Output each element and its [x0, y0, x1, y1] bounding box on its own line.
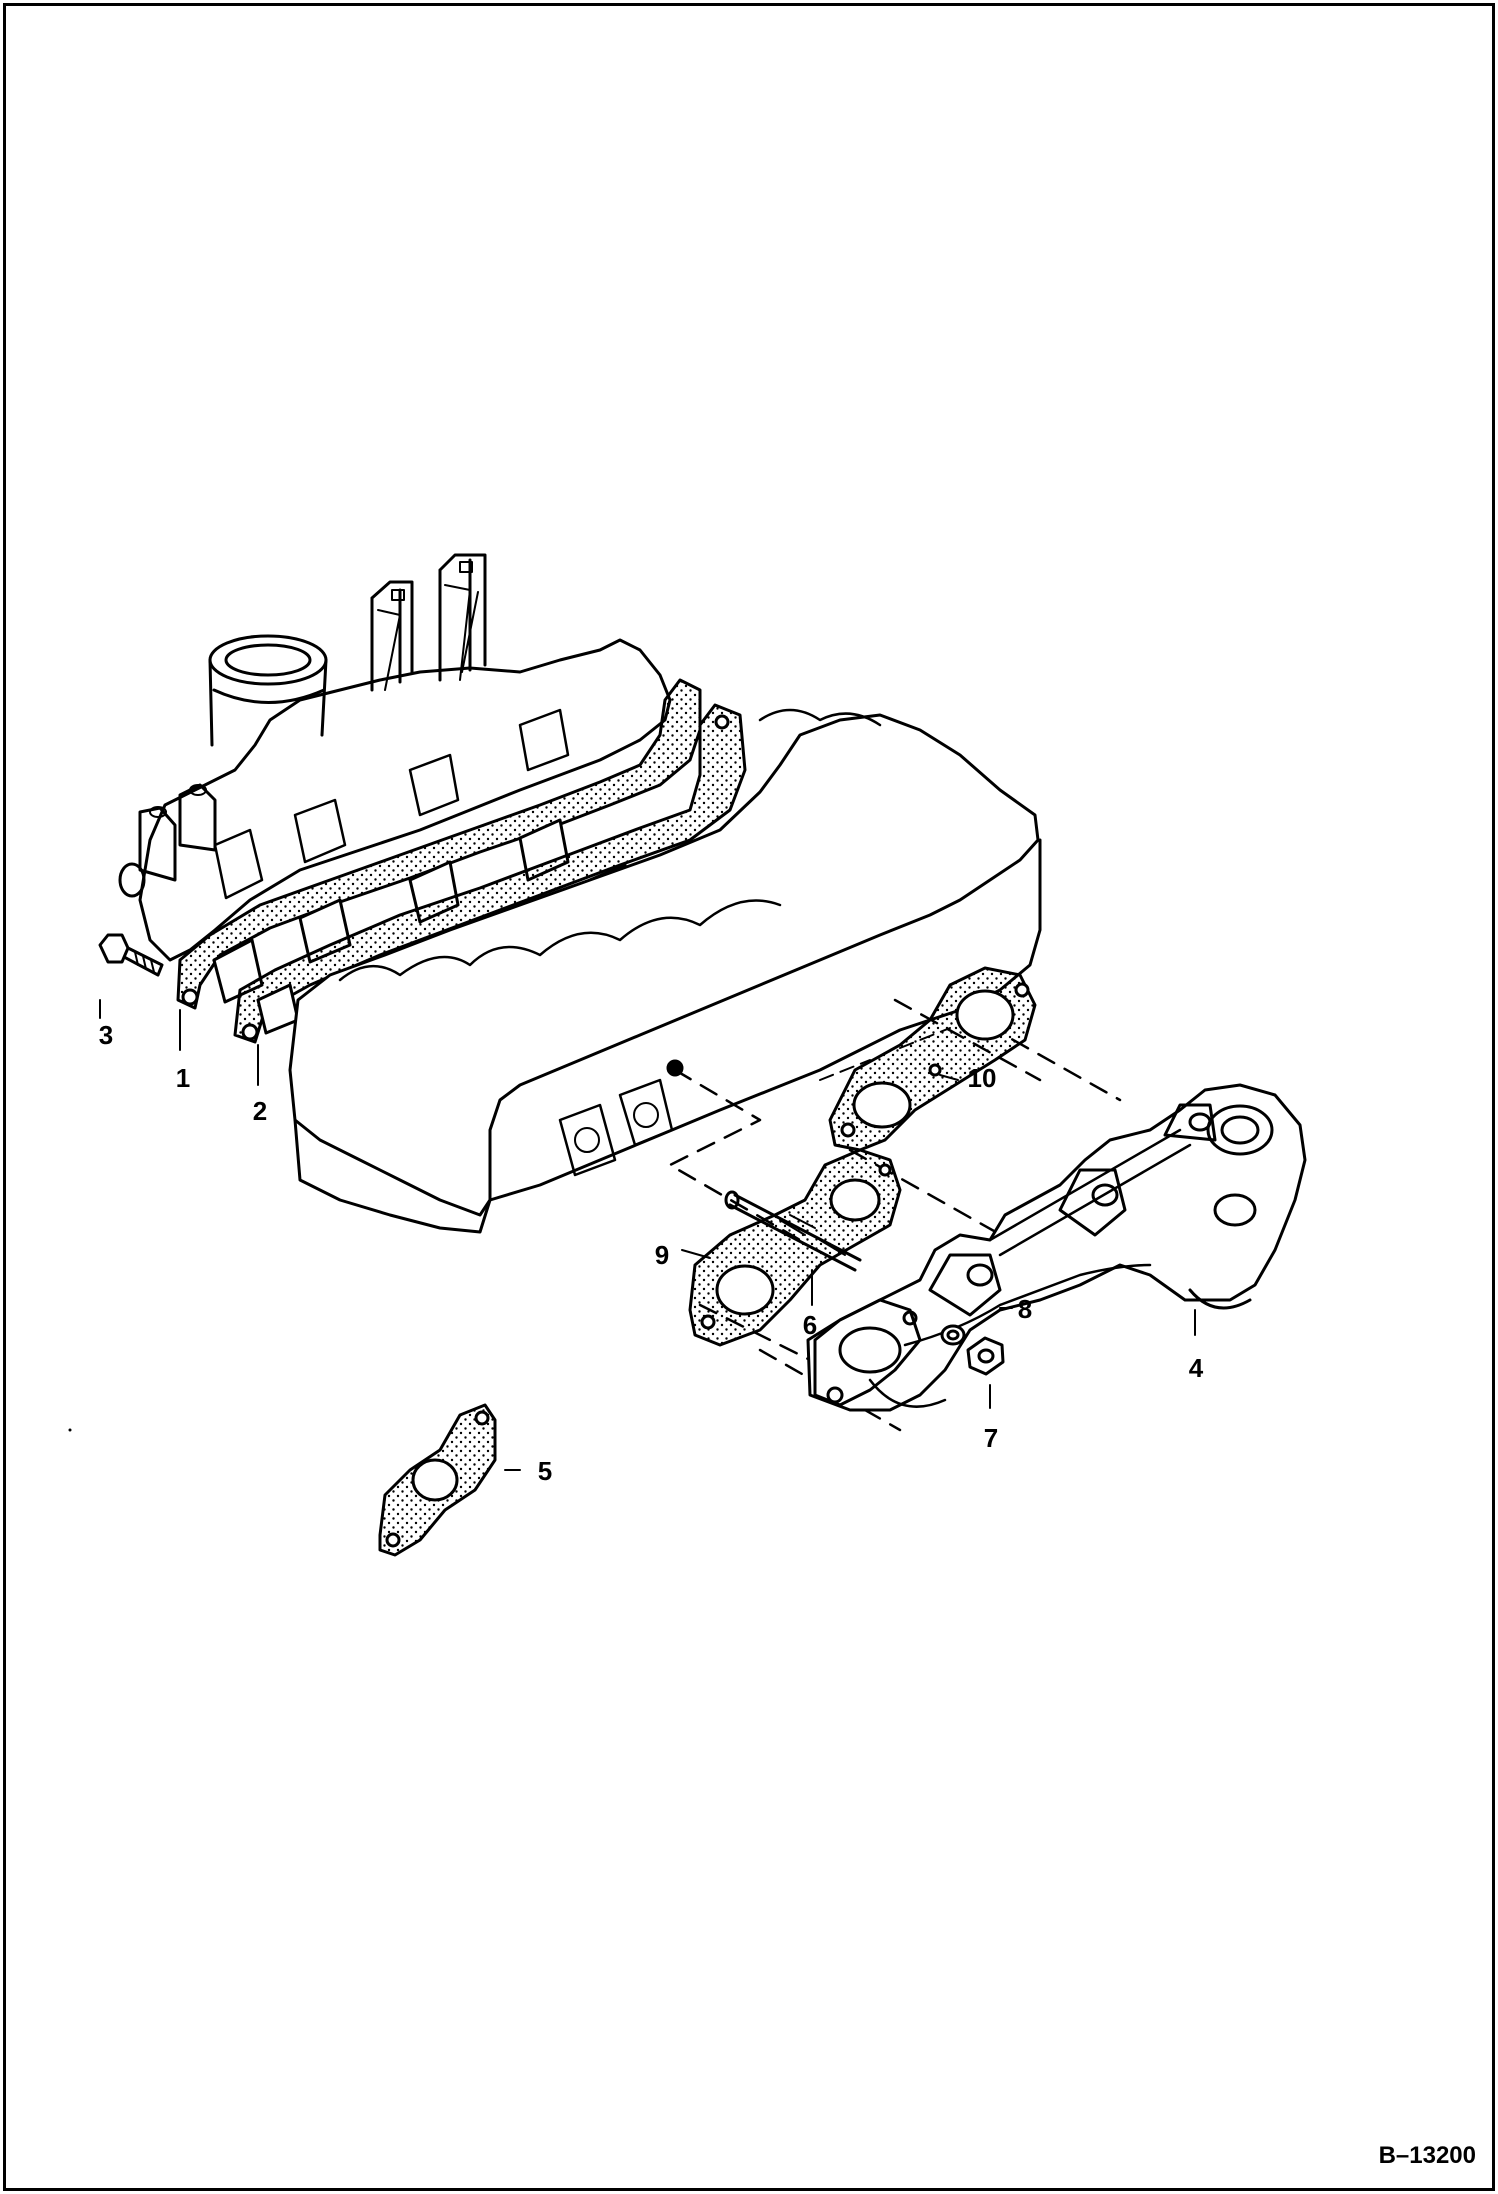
- intake-manifold: [118, 553, 672, 962]
- callout-6: 6: [802, 1310, 818, 1340]
- callout-3: 3: [98, 1020, 114, 1050]
- cylinder-head: [288, 708, 1042, 1234]
- nut-and-washer: [940, 1324, 1005, 1376]
- gasket-5: [378, 1403, 497, 1557]
- studs: [724, 1190, 862, 1272]
- callout-10: 10: [967, 1063, 997, 1093]
- bolt: [98, 933, 164, 977]
- callout-7: 7: [983, 1423, 999, 1453]
- callout-4: 4: [1188, 1353, 1204, 1383]
- leader-lines: [99, 999, 1196, 1471]
- callout-5: 5: [537, 1456, 553, 1486]
- figure-id-label: B–13200: [1378, 2142, 1476, 2169]
- callout-2: 2: [252, 1096, 268, 1126]
- callout-1: 1: [175, 1063, 191, 1093]
- callout-8: 8: [1017, 1294, 1033, 1324]
- gasket-10: [828, 966, 1037, 1152]
- exhaust-manifold: [806, 1083, 1307, 1412]
- callout-9: 9: [654, 1240, 670, 1270]
